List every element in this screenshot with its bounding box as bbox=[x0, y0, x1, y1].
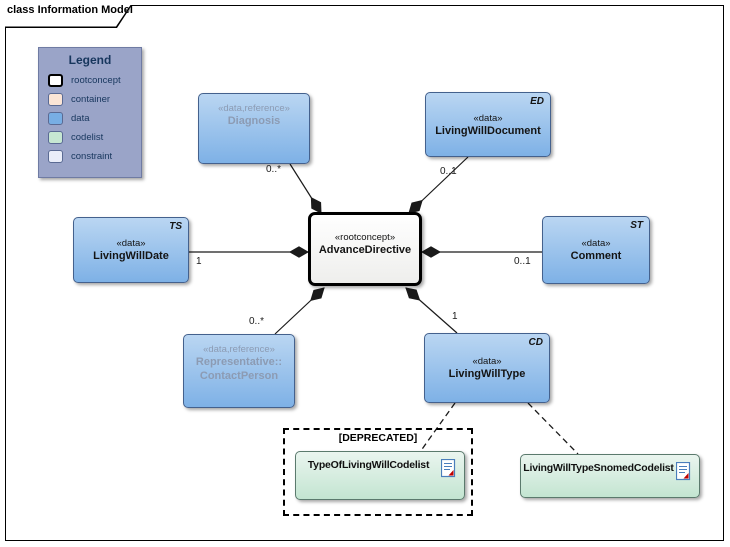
deprecated-boundary bbox=[283, 428, 473, 516]
multiplicity-comment: 0..1 bbox=[514, 256, 531, 267]
codelist-typeoflivingwillcodelist[interactable]: TypeOfLivingWillCodelist bbox=[295, 451, 465, 500]
frame-tab bbox=[5, 5, 132, 28]
legend-title: Legend bbox=[68, 53, 112, 67]
class-livingwilldocument[interactable]: ED «data» LivingWillDocument bbox=[425, 92, 551, 157]
document-export-icon bbox=[676, 462, 691, 481]
deprecated-label: [DEPRECATED] bbox=[338, 432, 418, 444]
class-livingwilldate[interactable]: TS «data» LivingWillDate bbox=[73, 217, 189, 283]
document-export-icon bbox=[441, 459, 456, 478]
legend-swatch-rootconcept bbox=[48, 74, 63, 87]
class-livingwilltype[interactable]: CD «data» LivingWillType bbox=[424, 333, 550, 403]
multiplicity-livingwilldate: 1 bbox=[196, 256, 202, 267]
class-contactperson[interactable]: «data,reference» Representative:: Contac… bbox=[183, 334, 295, 408]
class-advancedirective[interactable]: «rootconcept» AdvanceDirective bbox=[308, 212, 422, 286]
legend-item-codelist: codelist bbox=[39, 128, 141, 147]
legend-swatch-codelist bbox=[48, 131, 63, 144]
legend-swatch-constraint bbox=[48, 150, 63, 163]
multiplicity-livingwilldocument: 0..1 bbox=[440, 166, 457, 177]
legend-item-constraint: constraint bbox=[39, 147, 141, 166]
legend-item-data: data bbox=[39, 109, 141, 128]
class-comment[interactable]: ST «data» Comment bbox=[542, 216, 650, 284]
codelist-livingwilltypesnomedcodelist[interactable]: LivingWillTypeSnomedCodelist bbox=[520, 454, 700, 498]
legend-item-container: container bbox=[39, 90, 141, 109]
class-diagnosis[interactable]: «data,reference» Diagnosis bbox=[198, 93, 310, 164]
multiplicity-livingwilltype: 1 bbox=[452, 311, 458, 322]
multiplicity-diagnosis: 0..* bbox=[266, 164, 282, 175]
frame-title: class Information Model bbox=[7, 4, 133, 16]
legend-swatch-data bbox=[48, 112, 63, 125]
legend-swatch-container bbox=[48, 93, 63, 106]
legend: Legend rootconcept container data codeli… bbox=[38, 47, 142, 178]
multiplicity-contactperson: 0..* bbox=[249, 316, 265, 327]
legend-item-rootconcept: rootconcept bbox=[39, 71, 141, 90]
